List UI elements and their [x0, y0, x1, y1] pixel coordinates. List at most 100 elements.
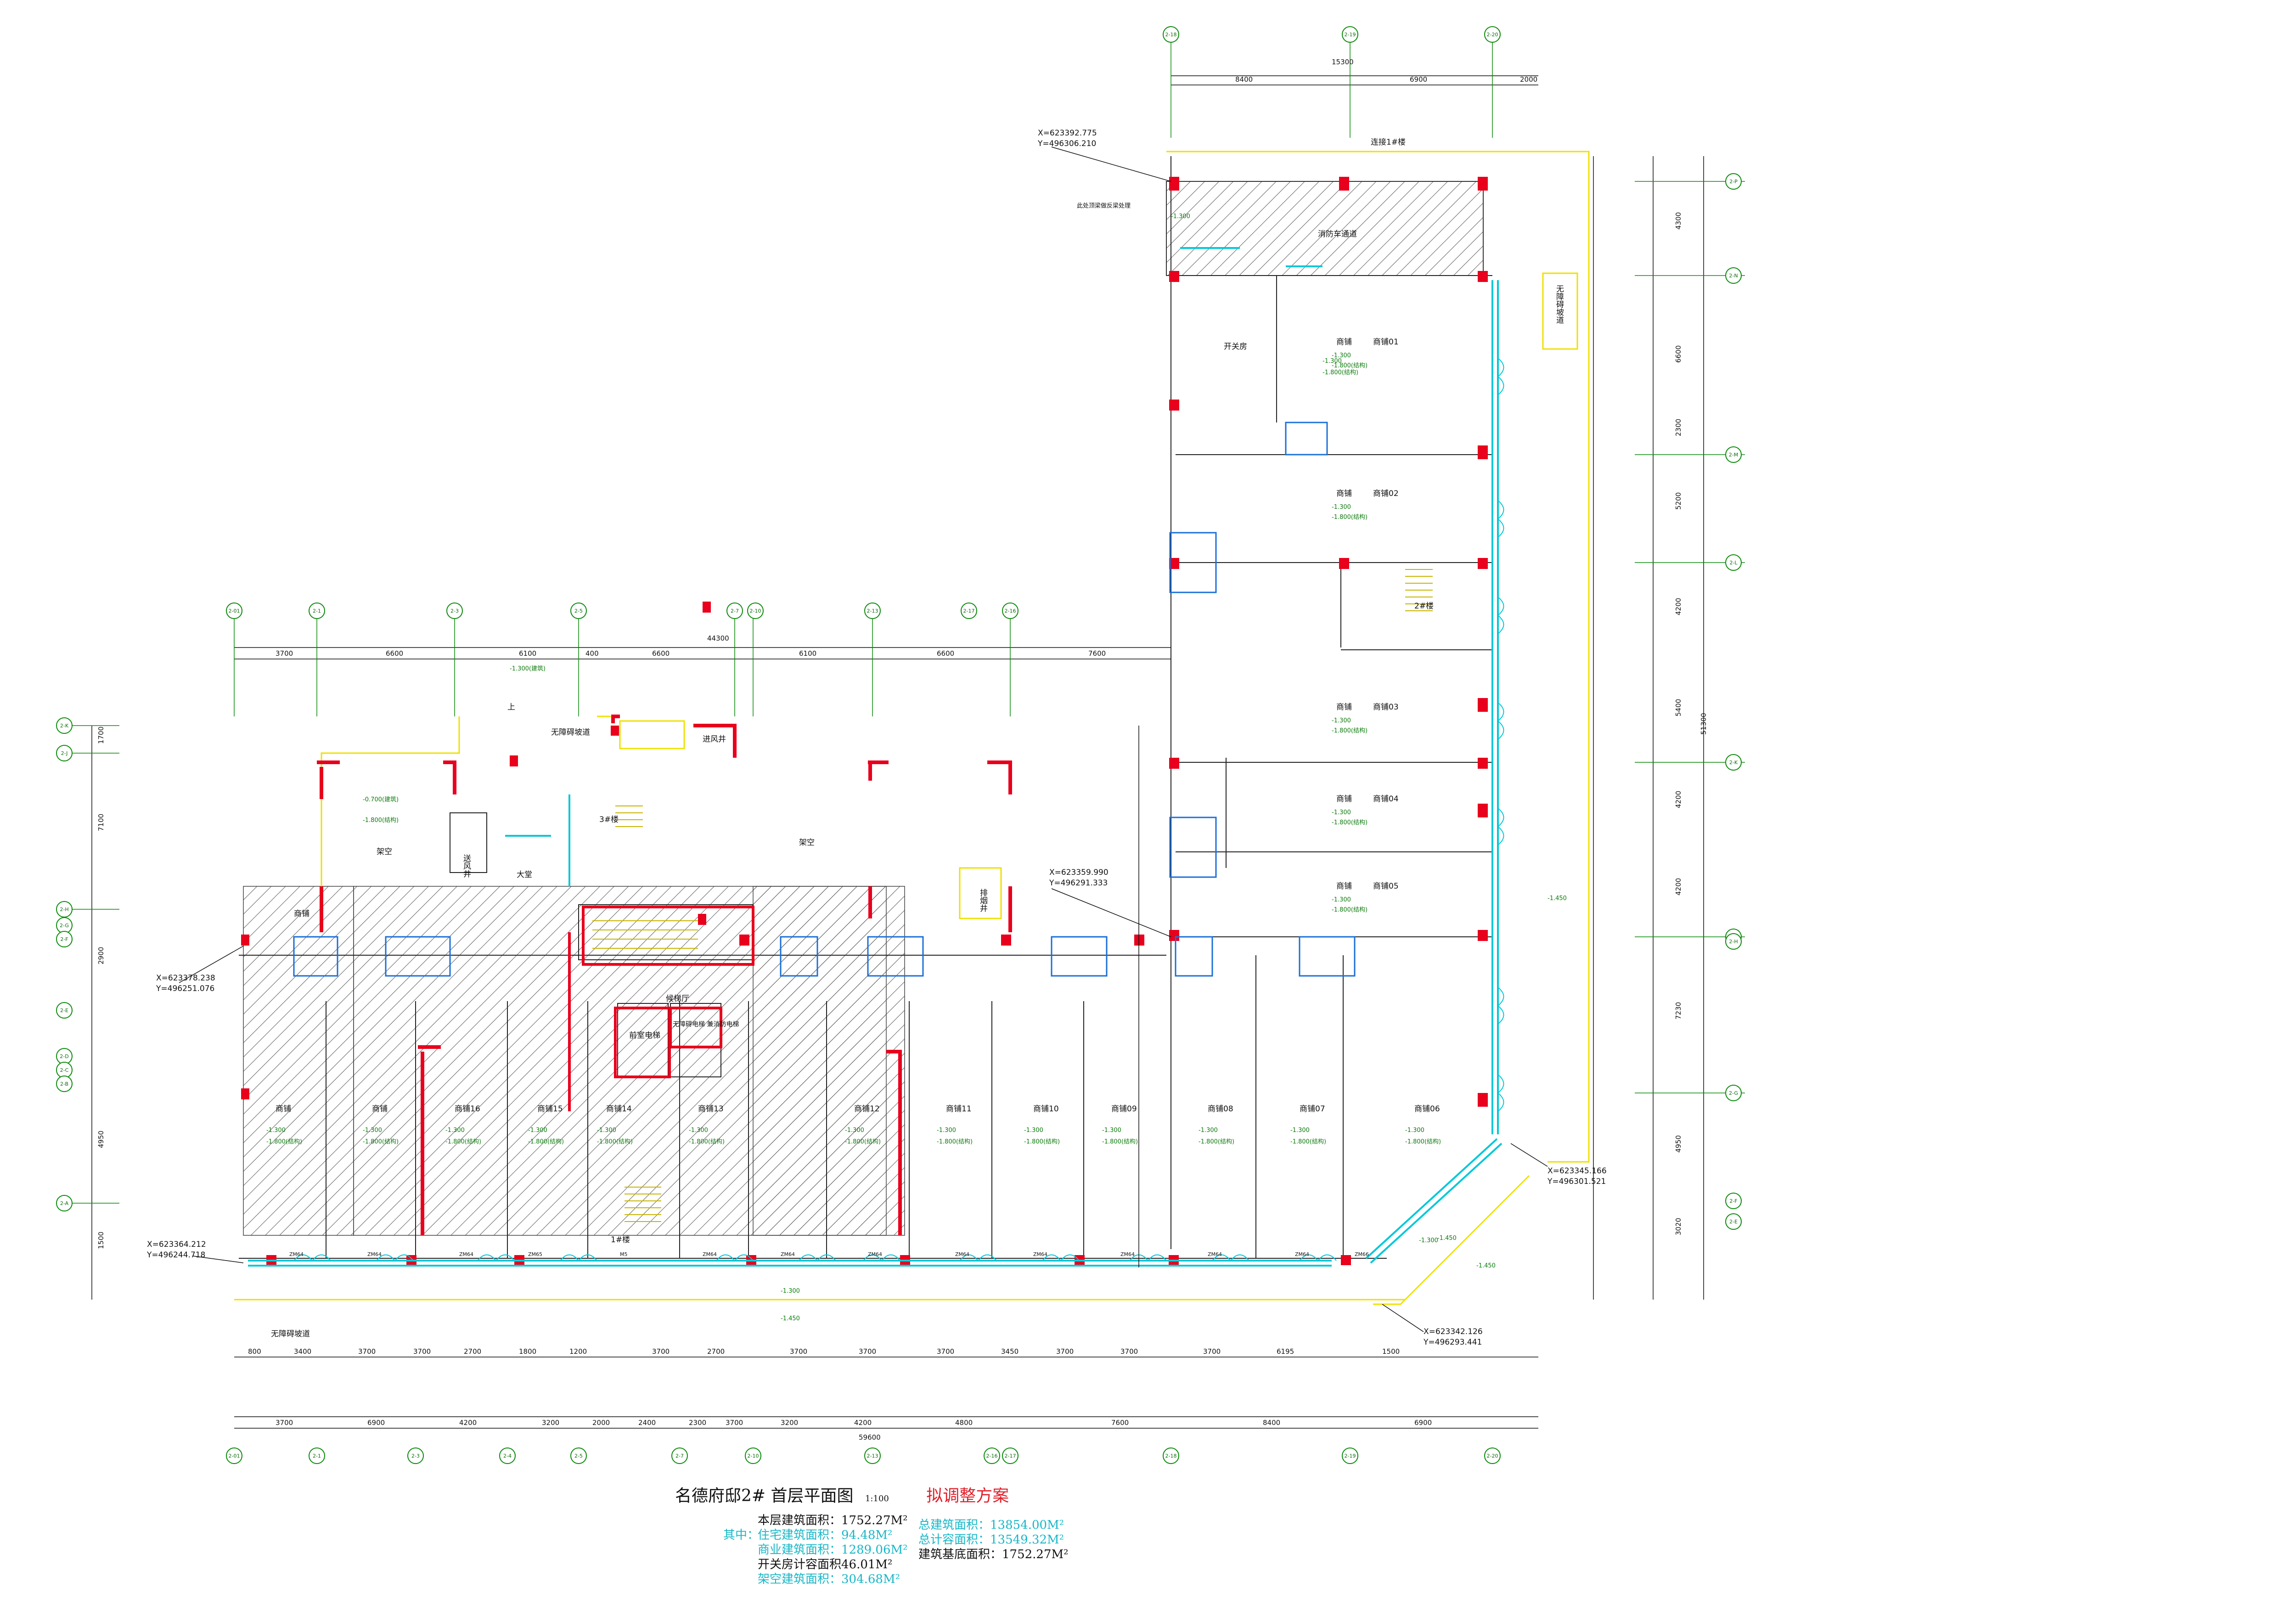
axis-bubble-top: 2-13	[864, 603, 881, 619]
axis-bubble-bottom: 2-3	[407, 1447, 424, 1464]
dim-top-right-value: 2000	[1520, 75, 1537, 84]
dim-upper-value: 6600	[937, 649, 954, 658]
shop-label-bottom: 商铺	[276, 1104, 291, 1114]
dim-right-value: 6600	[1674, 345, 1683, 363]
svg-text:X=623364.212: X=623364.212	[147, 1240, 206, 1249]
axis-bubble-left-label: 2-E	[60, 1008, 68, 1014]
shop-level-bottom: -1.300	[1199, 1127, 1218, 1134]
axis-bubble-right: 2-H	[1725, 933, 1742, 950]
axis-bubble-top: 2-16	[1002, 603, 1019, 619]
summary-switch-room: 开关房计容面积46.01M²	[758, 1558, 893, 1571]
overhead-hatch-left	[243, 886, 354, 1236]
door-tag: ZM64	[868, 1251, 882, 1257]
shops-right-labels: 商铺01商铺-1.300-1.800(结构)商铺02商铺-1.300-1.800…	[1332, 338, 1399, 913]
axis-bubble-top: 2-7	[726, 603, 743, 619]
shop-level-bottom: -1.300	[266, 1127, 286, 1134]
dim-bottom-detail-value: 3700	[652, 1347, 670, 1356]
axis-bubble-bottom: 2-01	[226, 1447, 242, 1464]
axis-bubble-top-right: 2-18	[1163, 26, 1179, 43]
shop-header-right: 商铺	[1336, 489, 1352, 498]
shop-level-bottom: -1.300	[689, 1127, 708, 1134]
shop-level-str-bottom: -1.800(结构)	[445, 1138, 481, 1145]
level-c: -1.300	[1171, 213, 1190, 220]
summary-base-area: 建筑基底面积：1752.27M²	[918, 1548, 1069, 1561]
door-tag: ZM66	[1355, 1251, 1369, 1257]
axis-bubbles-left: 2-K2-J2-H2-G2-F2-E2-D2-C2-B2-A	[56, 717, 73, 1211]
dim-left-value: 2900	[97, 947, 105, 964]
svg-text:Y=496293.441: Y=496293.441	[1423, 1338, 1482, 1347]
dim-bottom-value: 6900	[367, 1419, 385, 1427]
dim-bottom-total: 59600	[859, 1433, 881, 1442]
axis-bubble-bottom: 2-16	[984, 1447, 1000, 1464]
shop-level-right: -1.300	[1332, 809, 1351, 816]
axis-bubble-left: 2-C	[56, 1062, 73, 1078]
axis-bubble-left-label: 2-C	[60, 1067, 69, 1073]
summary-commercial: 商业建筑面积：1289.06M²	[758, 1543, 908, 1557]
dim-right-value: 5200	[1674, 492, 1683, 510]
axis-bubble-right-label: 2-H	[1729, 939, 1738, 945]
dim-bottom-value: 3200	[542, 1419, 559, 1427]
dim-right-value: 3020	[1674, 1218, 1683, 1235]
shop-label-right: 商铺04	[1373, 794, 1399, 804]
axis-bubble-right-label: 2-F	[1729, 1198, 1737, 1204]
dim-bottom-detail-value: 3700	[1056, 1347, 1074, 1356]
drawing-title: 名德府邸2# 首层平面图 1:100 拟调整方案	[675, 1482, 1009, 1506]
axis-bubble-top-label: 2-17	[963, 608, 975, 614]
axis-bubble-right: 2-K	[1725, 754, 1742, 771]
axis-bubble-top-label: 2-13	[867, 608, 878, 614]
dim-upper-value: 6600	[386, 649, 403, 658]
dim-bottom-detail-value: 2700	[707, 1347, 725, 1356]
shop-level-right: -1.300	[1332, 504, 1351, 511]
door-tag: ZM64	[459, 1251, 473, 1257]
label-switch-room: 开关房	[1224, 342, 1247, 351]
door-tag: ZM64	[781, 1251, 795, 1257]
axis-bubble-left-label: 2-H	[60, 907, 68, 912]
fire-lane-hatch	[1166, 181, 1484, 276]
axis-bubble-bottom-label: 2-3	[411, 1453, 420, 1459]
svg-text:X=623392.775: X=623392.775	[1038, 129, 1097, 138]
level-ramp: -1.450	[1548, 895, 1567, 902]
dim-bottom-detail-value: 1800	[519, 1347, 536, 1356]
shop-level-str-bottom: -1.800(结构)	[528, 1138, 564, 1145]
dim-left-value: 1500	[97, 1232, 105, 1249]
svg-text:X=623378.238: X=623378.238	[156, 974, 215, 983]
axis-bubble-bottom: 2-5	[570, 1447, 587, 1464]
axis-bubble-bottom-label: 2-13	[867, 1453, 878, 1459]
wall-lines	[239, 156, 1492, 1259]
stairs	[592, 569, 1433, 1222]
dim-bottom-value: 8400	[1263, 1419, 1280, 1427]
axis-bubble-top-label: 2-7	[731, 608, 739, 614]
shop-level-str-bottom: -1.800(结构)	[363, 1138, 399, 1145]
svg-text:Y=496244.718: Y=496244.718	[146, 1250, 205, 1260]
shop-level-bottom: -1.300	[937, 1127, 956, 1134]
axis-bubble-bottom-label: 2-16	[986, 1453, 998, 1459]
shop-level-str-bottom: -1.800(结构)	[1290, 1138, 1326, 1145]
label-bldg2: 2#楼	[1414, 602, 1434, 611]
door-tag: M5	[620, 1251, 628, 1257]
summary-residential: 住宅建筑面积：94.48M²	[758, 1528, 893, 1542]
dim-top-right-value: 8400	[1235, 75, 1253, 84]
dimension-lines	[91, 75, 1704, 1429]
dim-upper-value: 400	[585, 649, 599, 658]
axis-bubble-top: 2-10	[747, 603, 764, 619]
label-front-elevator: 前室电梯	[629, 1031, 660, 1040]
shop-level-str-right: -1.800(结构)	[1332, 907, 1367, 913]
axis-bubble-top-label: 2-5	[574, 608, 583, 614]
shop-level-bottom: -1.300	[1102, 1127, 1121, 1134]
svg-text:Y=496291.333: Y=496291.333	[1049, 879, 1108, 888]
shop-level-str-bottom: -1.800(结构)	[1102, 1138, 1138, 1145]
axis-bubble-right: 2-F	[1725, 1193, 1742, 1209]
door-tag: ZM64	[289, 1251, 304, 1257]
level-fl: -1.300	[1419, 1237, 1438, 1244]
dim-left-value: 4950	[97, 1131, 105, 1148]
axis-bubble-right-label: 2-N	[1729, 273, 1738, 279]
axis-bubble-right: 2-E	[1725, 1213, 1742, 1230]
label-fire-elevator: 无障碍电梯 兼消防电梯	[673, 1021, 739, 1028]
shop-header-right: 商铺	[1336, 794, 1352, 804]
shop-level-str-bottom: -1.800(结构)	[1405, 1138, 1441, 1145]
label-ramp2: 无障碍坡道	[271, 1329, 310, 1339]
toilet-blocks	[293, 422, 1356, 977]
